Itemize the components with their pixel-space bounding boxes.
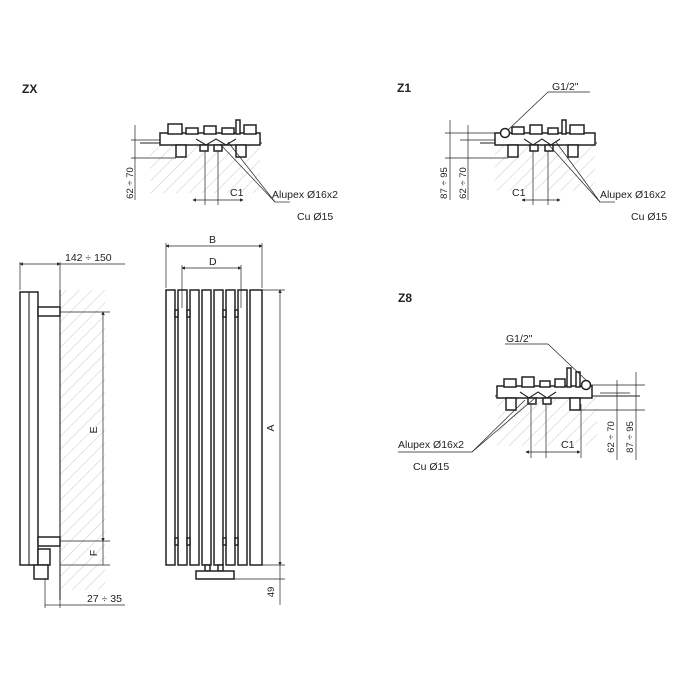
z1-inner-dimension: 62 ÷ 70 [458, 167, 469, 199]
z8-cu-note: Cu Ø15 [413, 461, 449, 473]
z8-thread-label: G1/2" [506, 333, 533, 345]
front-b-dimension: B [209, 234, 216, 246]
z8-valve-icon [496, 367, 593, 411]
z8-title: Z8 [398, 291, 412, 305]
z1-title: Z1 [397, 81, 411, 95]
z1-outer-dimension: 87 ÷ 95 [439, 167, 450, 199]
z1-thread-label: G1/2" [552, 81, 579, 93]
front-radiator-icon [165, 289, 263, 580]
side-radiator-icon [19, 291, 61, 580]
z8-inner-dimension: 62 ÷ 70 [606, 421, 617, 453]
z1-cu-note: Cu Ø15 [631, 211, 667, 223]
z8-alupex-note: Alupex Ø16x2 [398, 439, 464, 451]
front-a-dimension: A [265, 424, 277, 431]
front-49-dimension: 49 [266, 587, 277, 598]
front-view: B D A 49 [165, 234, 285, 605]
zx-alupex-note: Alupex Ø16x2 [272, 189, 338, 201]
z8-c1-dimension: C1 [561, 439, 575, 451]
side-wall-hatch [60, 290, 105, 590]
z1-c1-dimension: C1 [512, 187, 526, 199]
front-d-dimension: D [209, 256, 217, 268]
zx-cu-note: Cu Ø15 [297, 211, 333, 223]
zx-c1-dimension: C1 [230, 187, 244, 199]
zx-height-dimension: 62 ÷ 70 [125, 167, 136, 199]
z8-outer-dimension: 87 ÷ 95 [625, 421, 636, 453]
side-top-dimension: 142 ÷ 150 [65, 252, 112, 264]
side-view: 142 ÷ 150 E F 27 ÷ 35 [19, 252, 125, 608]
side-bottom-dimension: 27 ÷ 35 [87, 593, 122, 605]
z1-detail: Z1 G1/2" 87 ÷ 95 62 ÷ 70 [397, 81, 667, 223]
side-e-dimension: E [88, 426, 100, 433]
zx-detail: ZX 62 ÷ 70 C1 [22, 82, 338, 223]
z1-alupex-note: Alupex Ø16x2 [600, 189, 666, 201]
zx-title: ZX [22, 82, 37, 96]
z8-detail: Z8 G1/2" 62 ÷ 70 [398, 291, 645, 473]
side-f-dimension: F [88, 550, 100, 556]
z1-valve-icon [494, 119, 596, 158]
